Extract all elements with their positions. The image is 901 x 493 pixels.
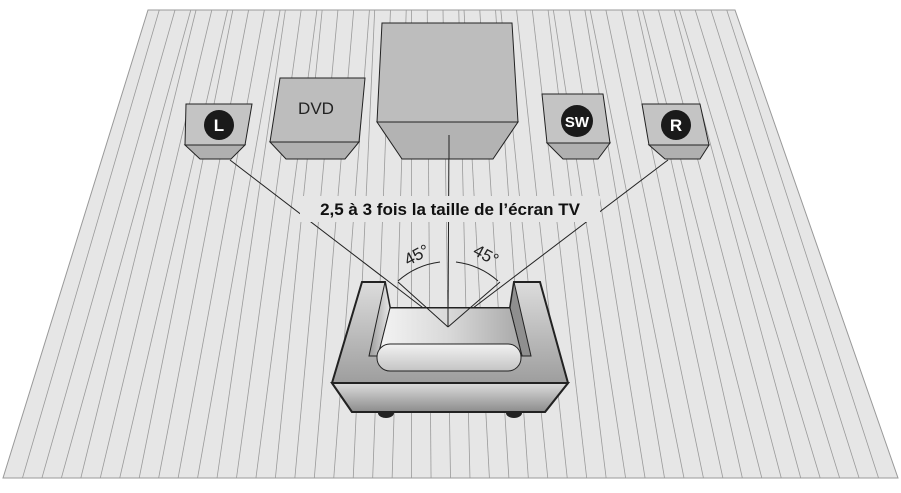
tv xyxy=(376,22,519,160)
floor-plank-line xyxy=(621,9,724,479)
floor-plank-line xyxy=(605,9,704,479)
sofa-cushion xyxy=(376,343,522,372)
dvd-player: DVD xyxy=(268,77,366,160)
subwoofer-label: SW xyxy=(565,114,590,131)
left-angle-arc xyxy=(397,261,441,282)
floor-plank-line xyxy=(710,9,860,479)
right-sight-line xyxy=(447,159,669,328)
floor-plank-line xyxy=(60,9,192,479)
distance-caption: 2,5 à 3 fois la taille de l’écran TV xyxy=(320,200,581,219)
floor-plank-line xyxy=(568,9,646,479)
floor-plank-line xyxy=(694,9,841,479)
floor-plank-line xyxy=(584,9,665,479)
floor-plank-line xyxy=(637,9,743,479)
floor-plank-line xyxy=(177,9,265,479)
floor-plank-line xyxy=(642,9,763,479)
floor-plank-line xyxy=(138,9,234,479)
floor-plank-line xyxy=(673,9,802,479)
floor-plank-line xyxy=(516,9,568,479)
floor-plank-line xyxy=(119,9,228,479)
right-speaker-badge xyxy=(661,110,691,140)
right-speaker-label: R xyxy=(670,116,682,135)
floor-plank-line xyxy=(589,9,685,479)
left-sight-line xyxy=(229,159,449,328)
floor-plank-line xyxy=(158,9,249,479)
floor-plank-line xyxy=(531,9,588,479)
subwoofer-badge xyxy=(561,105,593,137)
floor-plank-line xyxy=(216,9,286,479)
left-speaker-badge xyxy=(204,110,234,140)
caption-backdrop xyxy=(300,196,600,222)
subwoofer-speaker: SW xyxy=(541,93,611,160)
floor-plank-line xyxy=(552,9,627,479)
left-speaker: L xyxy=(183,103,253,160)
floor-plank-line xyxy=(197,9,281,479)
left-speaker-label: L xyxy=(214,116,224,135)
floor-plank-line xyxy=(547,9,607,479)
floor-plank-line xyxy=(679,9,821,479)
dvd-label: DVD xyxy=(298,99,334,118)
floor-plank-line xyxy=(22,9,160,479)
floor-plank-line xyxy=(99,9,213,479)
right-angle-arc xyxy=(455,261,499,282)
floor-plank-line xyxy=(80,9,197,479)
right-speaker: R xyxy=(641,103,710,160)
sofa xyxy=(330,281,571,418)
floor-plank-line xyxy=(41,9,176,479)
floor-plank-line xyxy=(658,9,782,479)
floor-plank-line xyxy=(726,9,879,479)
